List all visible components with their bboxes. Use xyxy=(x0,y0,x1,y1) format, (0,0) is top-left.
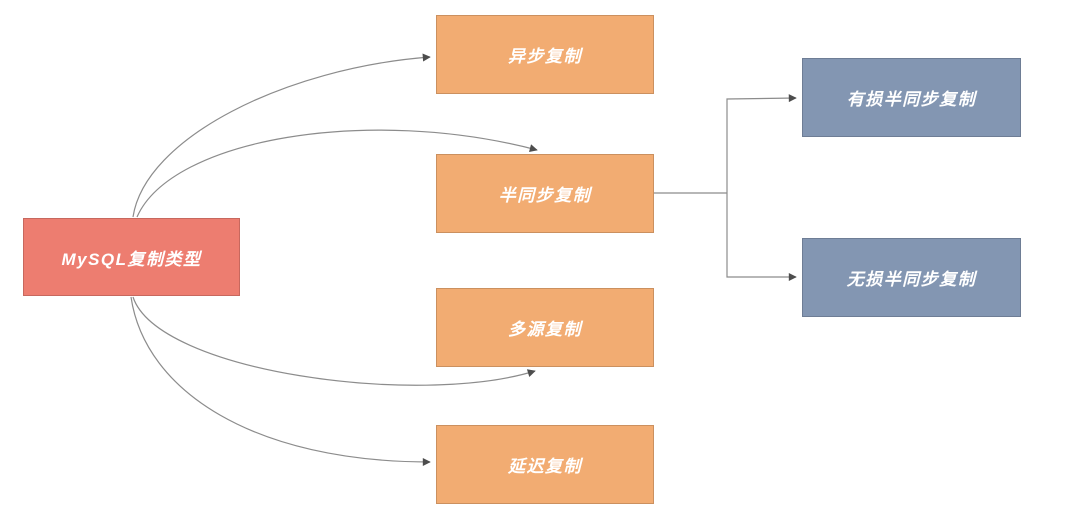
edge-root-to-async xyxy=(132,53,431,218)
lossy-semi-sync-replication-node: 有损半同步复制 xyxy=(802,58,1021,137)
edge-semisync-to-lossless xyxy=(726,193,797,281)
edge-semisync-to-lossy xyxy=(726,94,797,193)
delayed-replication-node: 延迟复制 xyxy=(436,425,654,504)
multi-source-replication-node: 多源复制 xyxy=(436,288,654,367)
edge-root-to-delayed xyxy=(130,296,431,466)
semi-sync-replication-node: 半同步复制 xyxy=(436,154,654,233)
async-replication-node: 异步复制 xyxy=(436,15,654,94)
mysql-replication-types-node: MySQL复制类型 xyxy=(23,218,240,296)
lossless-semi-sync-replication-node: 无损半同步复制 xyxy=(802,238,1021,317)
